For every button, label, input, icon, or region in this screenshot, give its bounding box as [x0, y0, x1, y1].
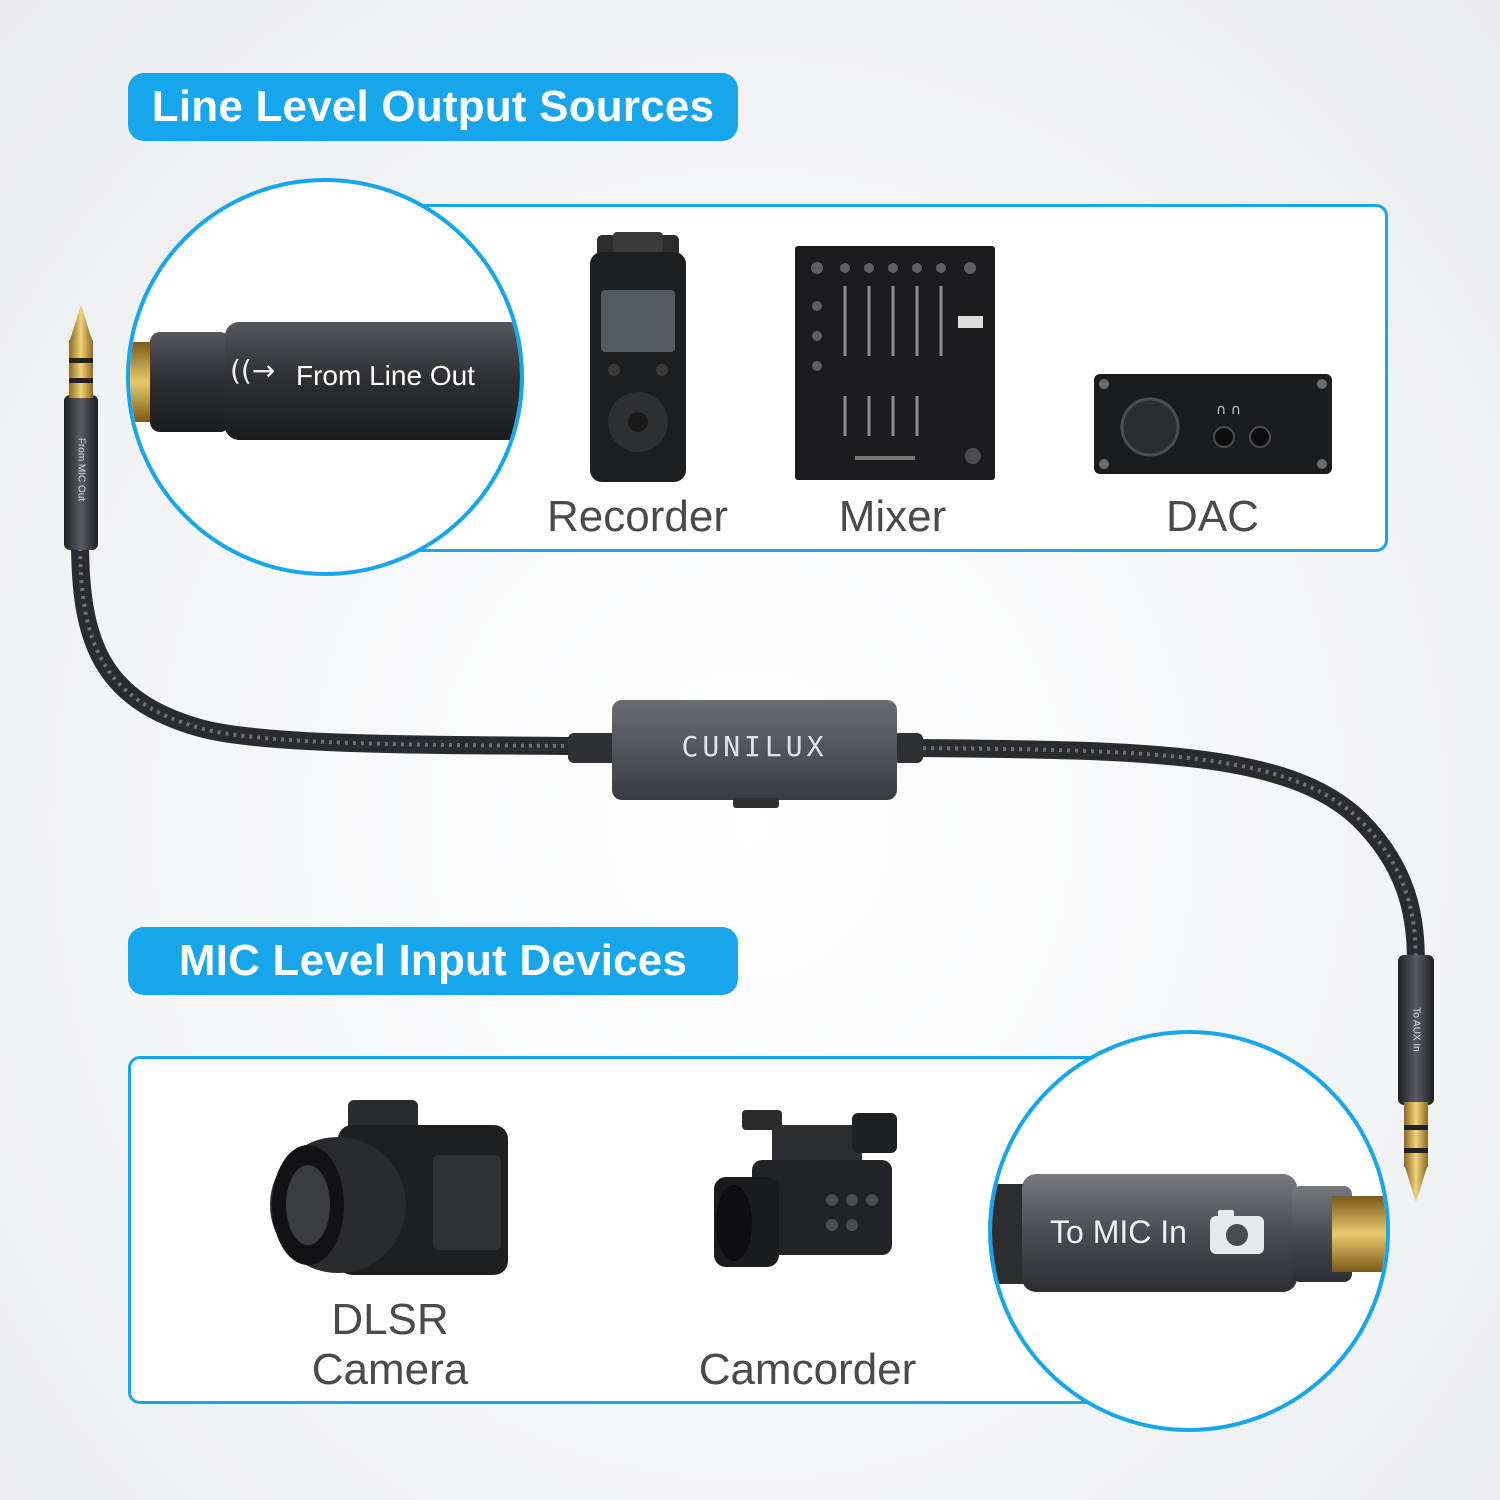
- voice-recorder-icon: [590, 232, 686, 482]
- device-label-recorder: Recorder: [547, 492, 728, 541]
- left-plug-body: [64, 395, 98, 550]
- device-label-camcorder: Camcorder: [698, 1345, 917, 1394]
- dac-amplifier-icon: ∩ ∩: [1094, 374, 1332, 474]
- camera-icon: [1210, 1210, 1264, 1254]
- attenuator-box: [612, 700, 897, 800]
- mic-level-title: MIC Level Input Devices: [128, 927, 738, 995]
- device-label-dslr-line2: Camera: [311, 1345, 469, 1394]
- dslr-camera-icon: [270, 1100, 508, 1275]
- device-label-dslr-line1: DLSR: [331, 1295, 449, 1344]
- signal-icon: ((→: [230, 354, 276, 387]
- line-level-title-text: Line Level Output Sources: [151, 82, 715, 131]
- camcorder-icon: [714, 1110, 897, 1267]
- line-out-adapter-zoom: ((→ From Line Out: [126, 178, 524, 576]
- svg-text:∩ ∩: ∩ ∩: [1216, 402, 1241, 418]
- audio-mixer-icon: [795, 246, 995, 480]
- line-level-title: Line Level Output Sources: [128, 73, 738, 141]
- mic-level-title-text: MIC Level Input Devices: [178, 936, 688, 985]
- right-plug-body: [1398, 955, 1434, 1105]
- brand-logo: CUNILUX: [681, 730, 828, 763]
- line-out-adapter-text: From Line Out: [296, 360, 475, 391]
- mic-in-adapter-zoom: To MIC In: [988, 1030, 1390, 1432]
- mic-in-adapter-text: To MIC In: [1050, 1214, 1187, 1250]
- device-label-mixer: Mixer: [838, 492, 947, 541]
- device-label-dac: DAC: [1166, 492, 1259, 541]
